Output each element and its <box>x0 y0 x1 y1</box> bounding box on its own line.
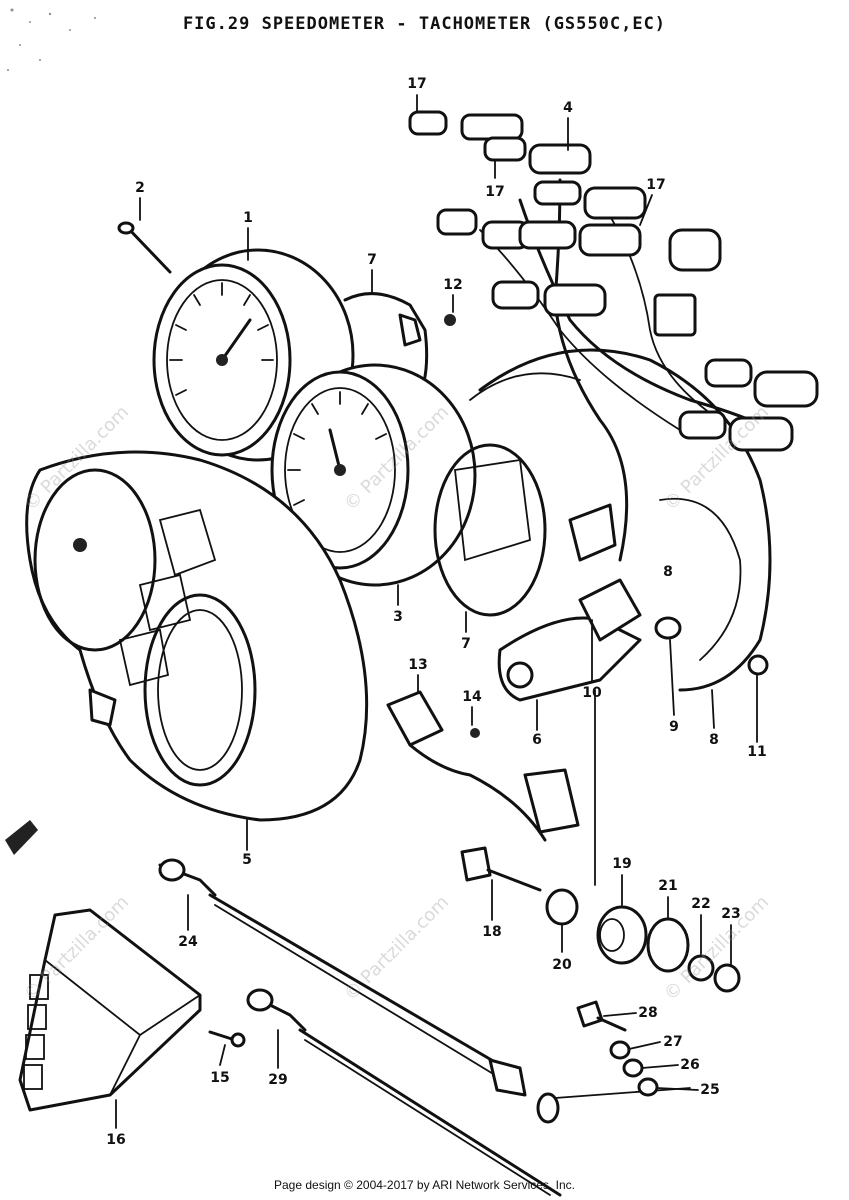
page-footer: Page design © 2004-2017 by ARI Network S… <box>273 1178 575 1192</box>
spring-part-25 <box>536 1077 691 1124</box>
rubber-part-10 <box>578 578 642 642</box>
bolt-part-28 <box>576 1000 627 1032</box>
washer-part-22 <box>687 954 715 982</box>
callout-22: 22 <box>691 896 711 912</box>
cable-part-24 <box>158 858 527 1097</box>
scan-noise <box>7 8 96 71</box>
callout-18: 18 <box>482 924 502 940</box>
callout-19: 19 <box>612 856 632 872</box>
cover-part-5 <box>25 450 369 822</box>
callout-29: 29 <box>268 1072 288 1088</box>
callout-24: 24 <box>178 934 198 950</box>
callout-13: 13 <box>408 657 428 673</box>
callout-16: 16 <box>106 1132 126 1148</box>
leader-lines <box>115 94 758 1129</box>
callout-10: 10 <box>582 685 602 701</box>
screw-part-2 <box>117 221 172 274</box>
callout-7: 7 <box>461 636 471 652</box>
cushion-part-7-upper <box>343 292 429 397</box>
callout-11: 11 <box>747 744 767 760</box>
bolt-part-18 <box>460 846 542 892</box>
callout-5: 5 <box>242 852 252 868</box>
cushion-part-7-lower <box>433 443 547 617</box>
callout-3: 3 <box>393 609 403 625</box>
washer-part-21 <box>646 917 690 973</box>
callout-1: 1 <box>243 210 253 226</box>
callout-14: 14 <box>462 689 482 705</box>
callout-17: 17 <box>646 177 666 193</box>
socket-part-13 <box>386 690 580 842</box>
callout-21: 21 <box>658 878 678 894</box>
washer-part-9 <box>654 616 682 640</box>
bulb-sockets <box>408 110 819 452</box>
callout-2: 2 <box>135 180 145 196</box>
grommet-part-19 <box>596 905 648 965</box>
callout-27: 27 <box>663 1034 683 1050</box>
callout-15: 15 <box>210 1070 230 1086</box>
case-part-8 <box>469 348 772 692</box>
nut-part-23 <box>713 963 741 993</box>
callout-28: 28 <box>638 1005 658 1021</box>
callout-8: 8 <box>663 564 673 580</box>
front-arrow-icon <box>5 820 38 855</box>
cable-part-29 <box>246 988 562 1197</box>
callout-8: 8 <box>709 732 719 748</box>
callout-17: 17 <box>485 184 505 200</box>
screw-part-15 <box>208 1030 246 1048</box>
callout-12: 12 <box>443 277 463 293</box>
callout-4: 4 <box>563 100 573 116</box>
callout-25: 25 <box>700 1082 720 1098</box>
callout-9: 9 <box>669 719 679 735</box>
washer-part-27 <box>609 1040 631 1060</box>
callout-20: 20 <box>552 957 572 973</box>
callout-6: 6 <box>532 732 542 748</box>
callout-17: 17 <box>407 76 427 92</box>
callout-23: 23 <box>721 906 741 922</box>
nut-part-11 <box>747 654 769 676</box>
tachometer <box>270 363 477 587</box>
washer-part-20 <box>545 888 579 926</box>
callout-26: 26 <box>680 1057 700 1073</box>
diagram-title: FIG.29 SPEEDOMETER - TACHOMETER (GS550C,… <box>182 14 667 34</box>
indicator-box-part-16 <box>18 908 202 1112</box>
callout-7: 7 <box>367 252 377 268</box>
screw-part-12 <box>444 314 456 326</box>
washer-part-26 <box>622 1058 644 1078</box>
